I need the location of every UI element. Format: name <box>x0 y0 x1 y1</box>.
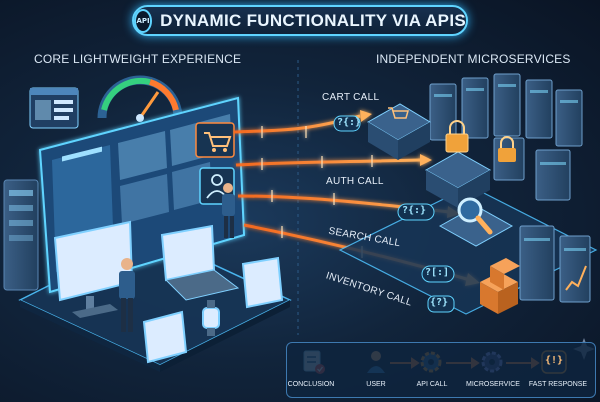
flow-conclusion-label: CONCLUSION <box>287 381 335 388</box>
tablet-device-bottom <box>142 310 188 364</box>
smartwatch-device <box>202 300 220 336</box>
flow-step-api-call: API CALL <box>416 381 448 388</box>
section-label-left: CORE LIGHTWEIGHT EXPERIENCE <box>34 52 242 66</box>
user-figure-top <box>222 183 235 238</box>
section-label-right: INDEPENDENT MICROSERVICES <box>376 52 571 66</box>
search-response-bubble: ?{:} <box>402 205 427 216</box>
server-rack-left <box>3 179 39 291</box>
flow-step-fast-response: FAST RESPONSE <box>528 381 588 388</box>
flow-step-user: USER <box>366 381 386 388</box>
inventory-response-bubble-2: {?} <box>430 297 449 308</box>
inventory-boxes-icon <box>480 258 520 314</box>
microservice-cluster <box>429 73 591 303</box>
title-banner: API DYNAMIC FUNCTIONALITY VIA APIS <box>132 5 468 36</box>
page-title: DYNAMIC FUNCTIONALITY VIA APIS <box>160 10 466 30</box>
lock-icon <box>498 136 516 162</box>
speed-gauge-icon <box>97 75 183 122</box>
laptop-device <box>160 224 240 301</box>
inventory-response-bubble: ?[:] <box>425 267 450 278</box>
call-label-auth: AUTH CALL <box>326 176 384 187</box>
user-figure-bottom <box>119 258 135 332</box>
call-label-cart: CART CALL <box>322 92 380 103</box>
monitor-device <box>53 220 134 318</box>
tablet-device-right <box>241 256 284 309</box>
fast-response-glyph: {!} <box>545 355 564 366</box>
cart-response-bubble: ?{:} <box>337 117 362 128</box>
cart-tile <box>195 122 235 158</box>
cart-service-icon <box>367 103 431 160</box>
browser-window-icon <box>29 87 79 129</box>
search-service-icon <box>438 197 514 247</box>
api-badge-icon: API <box>134 8 153 33</box>
response-bubbles <box>333 115 455 313</box>
flow-summary-bar <box>286 342 596 398</box>
flow-step-microservice: MICROSERVICE <box>466 381 520 388</box>
